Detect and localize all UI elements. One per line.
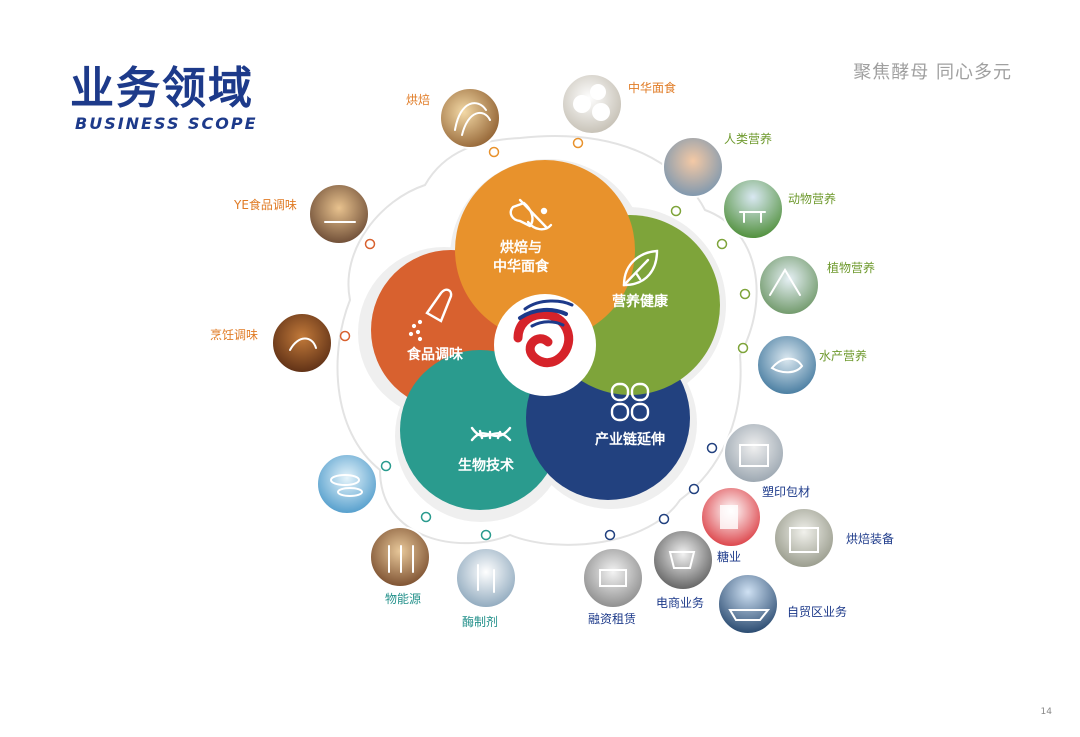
- greenhouse-image-icon: [758, 254, 820, 316]
- label-ye-seasoning: YE食品调味: [233, 197, 297, 212]
- page-number: 14: [1040, 707, 1052, 717]
- label-aquatic-nutrition: 水产营养: [819, 348, 867, 363]
- label-bio-energy: 物能源: [385, 592, 421, 606]
- baking-rolling-pin-icon: [509, 198, 553, 231]
- label-ecommerce: 电商业务: [656, 595, 704, 610]
- label-human-nutrition: 人类营养: [724, 131, 772, 146]
- label-leasing: 融资租赁: [588, 612, 636, 626]
- packaging-factory-image-icon: [723, 422, 785, 484]
- label-sugar: 糖业: [717, 549, 741, 564]
- segment-industry-label: 产业链延伸: [595, 431, 665, 448]
- shopping-cart-image-icon: [652, 529, 714, 591]
- chef-food-image-icon: [308, 183, 370, 245]
- label-plastic-printing: 塑印包材: [762, 484, 810, 499]
- page-subtitle: BUSINESS SCOPE: [75, 114, 258, 133]
- baking-equipment-image-icon: [773, 507, 835, 569]
- segment-baking: [455, 160, 635, 340]
- label-baking-equipment: 烘焙装备: [846, 531, 894, 546]
- segment-biotech-label: 生物技术: [458, 457, 514, 474]
- biotech-dna-icon: [470, 426, 512, 442]
- seasoning-shaker-icon: [408, 288, 453, 342]
- segment-baking-label-line2: 中华面食: [493, 258, 550, 275]
- label-cooking-seasoning: 烹饪调味: [210, 327, 258, 342]
- steamed-bun-image-icon: [561, 73, 623, 135]
- nutrition-leaf-icon: [622, 249, 659, 287]
- label-enzyme: 酶制剂: [462, 614, 498, 629]
- page-title: 业务领域: [70, 63, 254, 114]
- label-animal-nutrition: 动物营养: [788, 191, 836, 206]
- label-free-trade-zone: 自贸区业务: [787, 604, 847, 619]
- label-baking: 烘焙: [406, 92, 430, 107]
- cooked-meat-image-icon: [271, 312, 333, 374]
- slogan: 聚焦酵母 同心多元: [853, 62, 1012, 83]
- segment-baking-label-line1: 烘焙与: [500, 239, 542, 256]
- satellite-pictograms: [289, 84, 819, 621]
- segment-seasoning-label: 食品调味: [407, 346, 463, 363]
- family-image-icon: [662, 136, 724, 198]
- segment-nutrition-label: 营养健康: [612, 293, 669, 310]
- center-logo: [494, 294, 596, 396]
- fish-image-icon: [756, 334, 818, 396]
- connector-dots: [339, 137, 751, 541]
- finance-image-icon: [582, 547, 644, 609]
- cow-image-icon: [722, 178, 784, 240]
- laboratory-image-icon: [455, 547, 517, 609]
- industry-grid-icon: [610, 382, 650, 422]
- label-chinese-food: 中华面食: [628, 80, 676, 95]
- label-plant-nutrition: 植物营养: [827, 260, 875, 275]
- cargo-ship-image-icon: [717, 573, 779, 635]
